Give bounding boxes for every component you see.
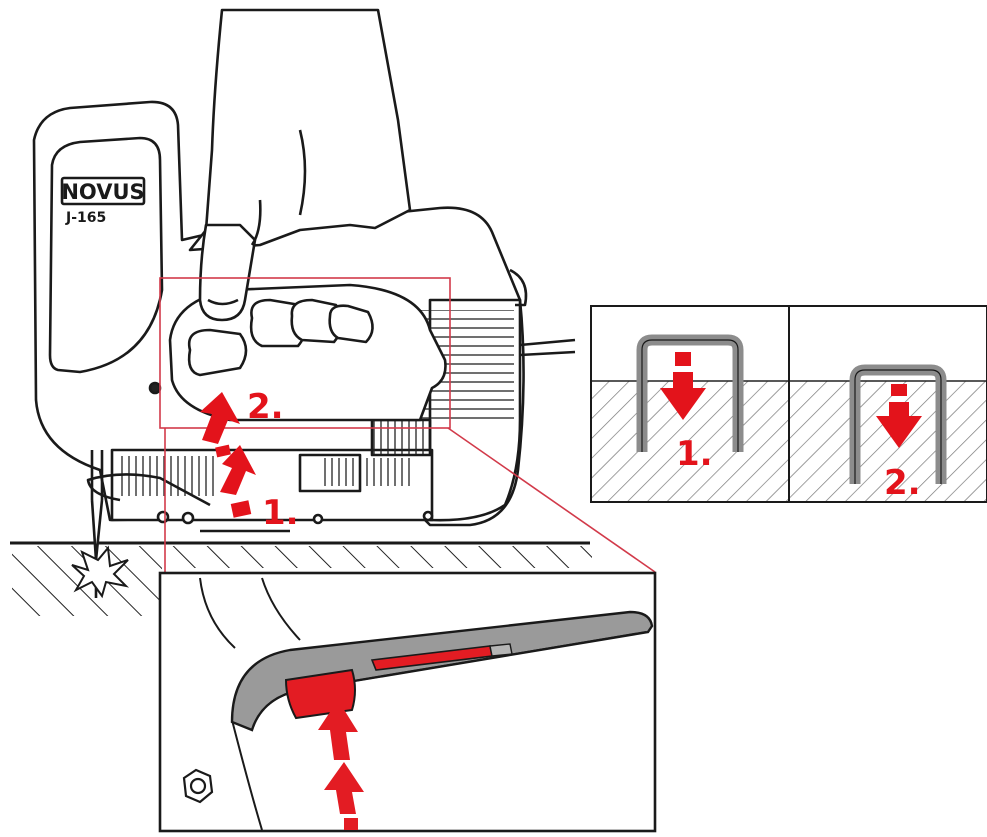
brand-logo: NOVUS: [61, 180, 144, 204]
arrow-dash: [215, 444, 231, 458]
step-1-label: 1.: [262, 493, 299, 533]
main-arrows: [200, 392, 256, 518]
step-2-label: 2.: [247, 387, 284, 427]
callout-frame: [159, 277, 656, 573]
operator-hand: [168, 8, 447, 422]
detail-arrows: [318, 700, 364, 830]
staple-depth-panels: 1. 2.: [590, 305, 987, 503]
impact-burst: [71, 545, 130, 599]
detail-inset: [158, 571, 657, 833]
staple-panel-1: 1.: [592, 334, 788, 501]
arrow-step-2: [200, 392, 240, 444]
staple-panel-2-label: 2.: [884, 463, 921, 503]
arrow-step-1: [220, 445, 256, 495]
model-label: J-165: [65, 210, 106, 226]
staple-panel-2: 2.: [790, 364, 986, 503]
arrow-dash: [230, 500, 252, 518]
staple-panel-1-label: 1.: [676, 434, 713, 474]
hex-nut-icon: [182, 768, 214, 804]
